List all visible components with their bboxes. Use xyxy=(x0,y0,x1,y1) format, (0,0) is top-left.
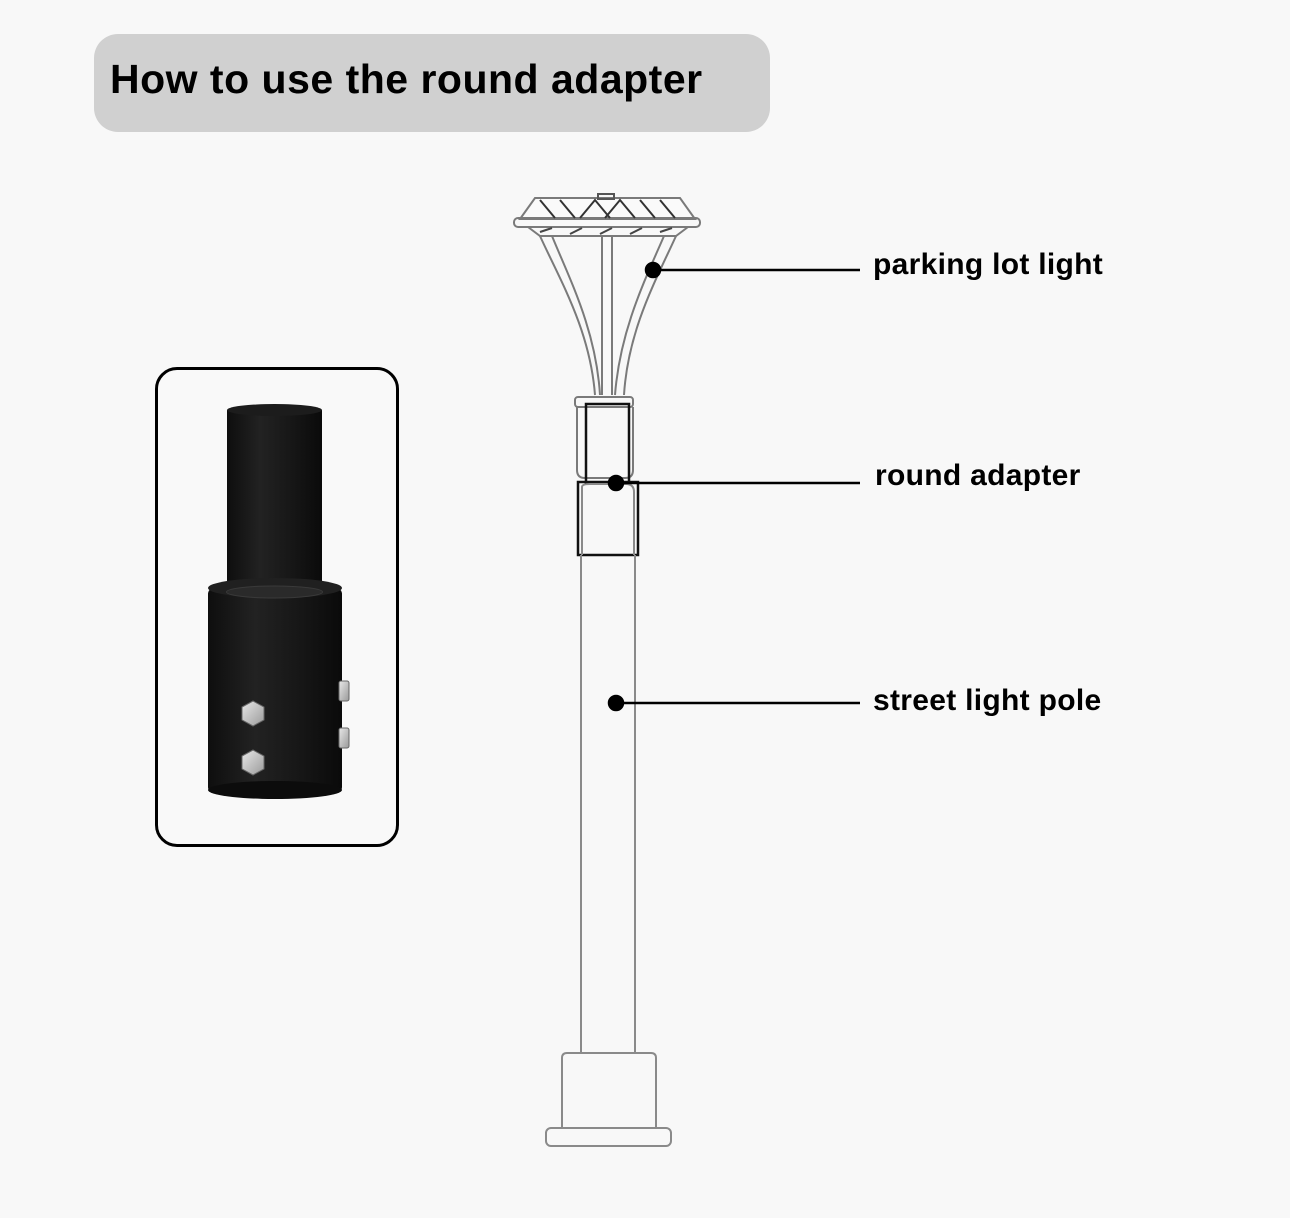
round-adapter-drawing xyxy=(576,402,640,557)
title-banner: How to use the round adapter xyxy=(94,34,770,132)
page-title: How to use the round adapter xyxy=(110,56,703,102)
product-image-frame xyxy=(155,367,399,847)
street-light-pole-drawing xyxy=(545,555,672,1147)
callout-dot-parking-lot-light xyxy=(644,261,662,279)
callout-leaders xyxy=(607,261,860,712)
callout-dot-street-light-pole xyxy=(607,694,625,712)
callout-label-street-light-pole: street light pole xyxy=(873,684,1102,717)
parking-lot-light-drawing xyxy=(513,193,701,479)
callout-label-round-adapter: round adapter xyxy=(875,459,1081,492)
round-adapter-photo xyxy=(208,404,350,799)
callout-dot-round-adapter xyxy=(607,474,625,492)
callout-label-parking-lot-light: parking lot light xyxy=(873,248,1104,281)
